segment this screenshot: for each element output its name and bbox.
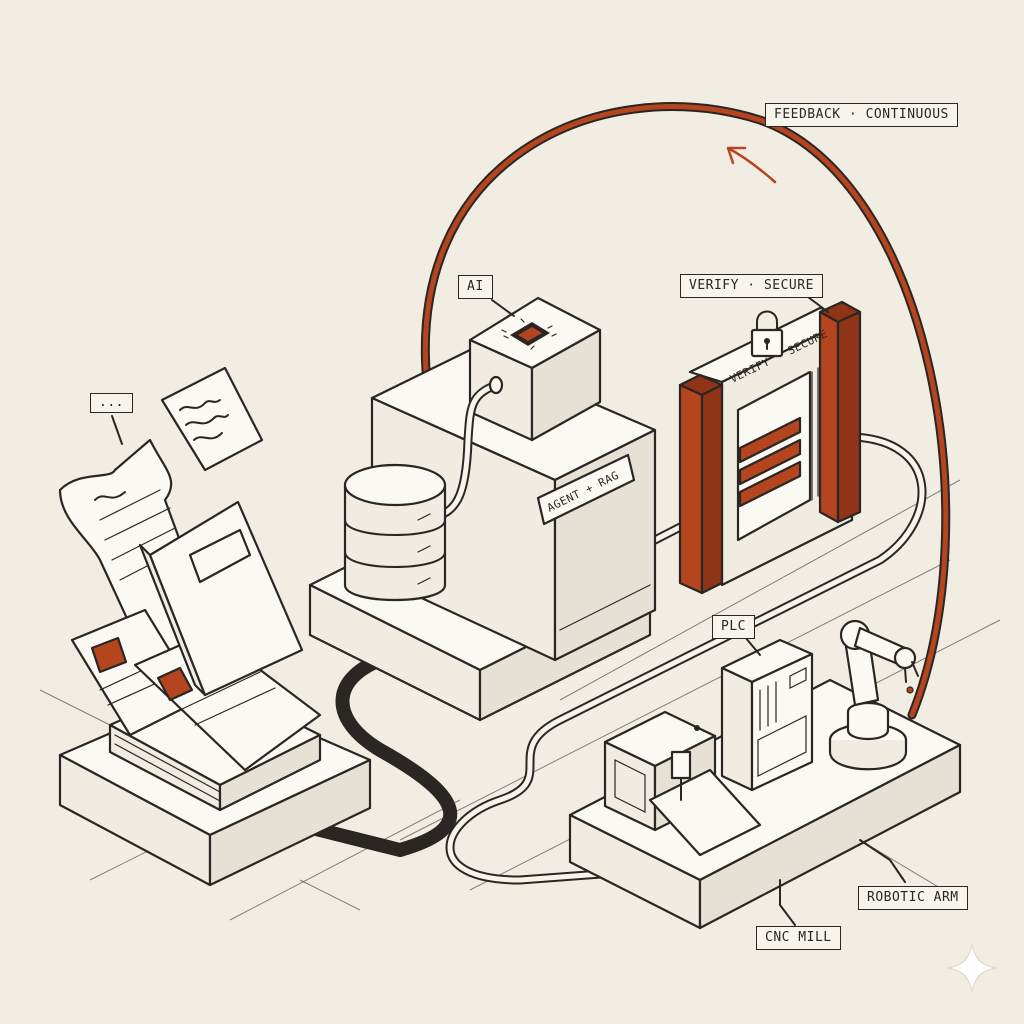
label-verify-secure: VERIFY · SECURE <box>680 274 823 298</box>
label-robotic-arm: ROBOTIC ARM <box>858 886 968 910</box>
label-cnc-mill: CNC MILL <box>756 926 841 950</box>
flying-note <box>162 368 262 470</box>
label-ai: AI <box>458 275 493 299</box>
plc-cabinet <box>722 640 812 790</box>
sparkle-icon <box>949 945 995 991</box>
label-ellipsis: ... <box>90 393 133 413</box>
feedback-arrow-icon <box>728 148 775 182</box>
database-icon <box>345 465 445 600</box>
label-plc: PLC <box>712 615 755 639</box>
label-feedback-continuous: FEEDBACK · CONTINUOUS <box>765 103 958 127</box>
